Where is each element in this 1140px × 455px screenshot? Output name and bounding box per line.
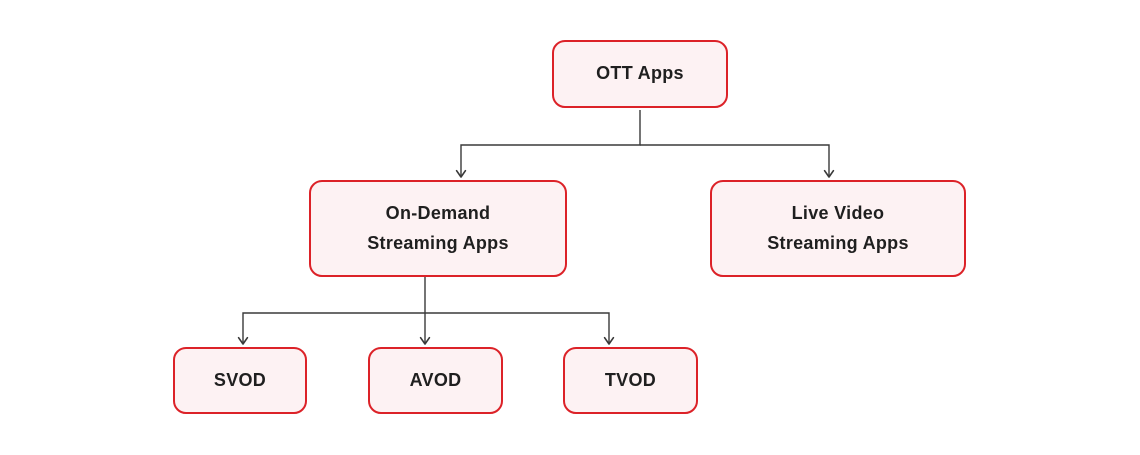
- node-live-video-label-line1: Live Video: [791, 202, 885, 223]
- node-avod: AVOD: [368, 347, 503, 414]
- node-on-demand-label-line1: On-Demand: [385, 202, 491, 223]
- node-ott-apps-label: OTT Apps: [596, 63, 684, 84]
- node-ott-apps: OTT Apps: [552, 40, 728, 108]
- node-on-demand-label-line2: Streaming Apps: [367, 232, 509, 253]
- node-on-demand-streaming-apps: On-Demand Streaming Apps: [309, 180, 567, 277]
- edge-root-to-on-demand: [455, 110, 641, 178]
- node-tvod: TVOD: [563, 347, 698, 414]
- edge-root-to-live-video: [640, 144, 835, 178]
- edge-on-demand-to-svod: [237, 277, 426, 345]
- node-avod-label: AVOD: [409, 369, 462, 390]
- node-tvod-label: TVOD: [604, 369, 657, 390]
- node-svod-label: SVOD: [213, 369, 267, 390]
- node-live-video-streaming-apps: Live Video Streaming Apps: [710, 180, 966, 277]
- node-svod: SVOD: [173, 347, 307, 414]
- edge-on-demand-to-tvod: [425, 312, 615, 345]
- node-live-video-label-line2: Streaming Apps: [767, 232, 909, 253]
